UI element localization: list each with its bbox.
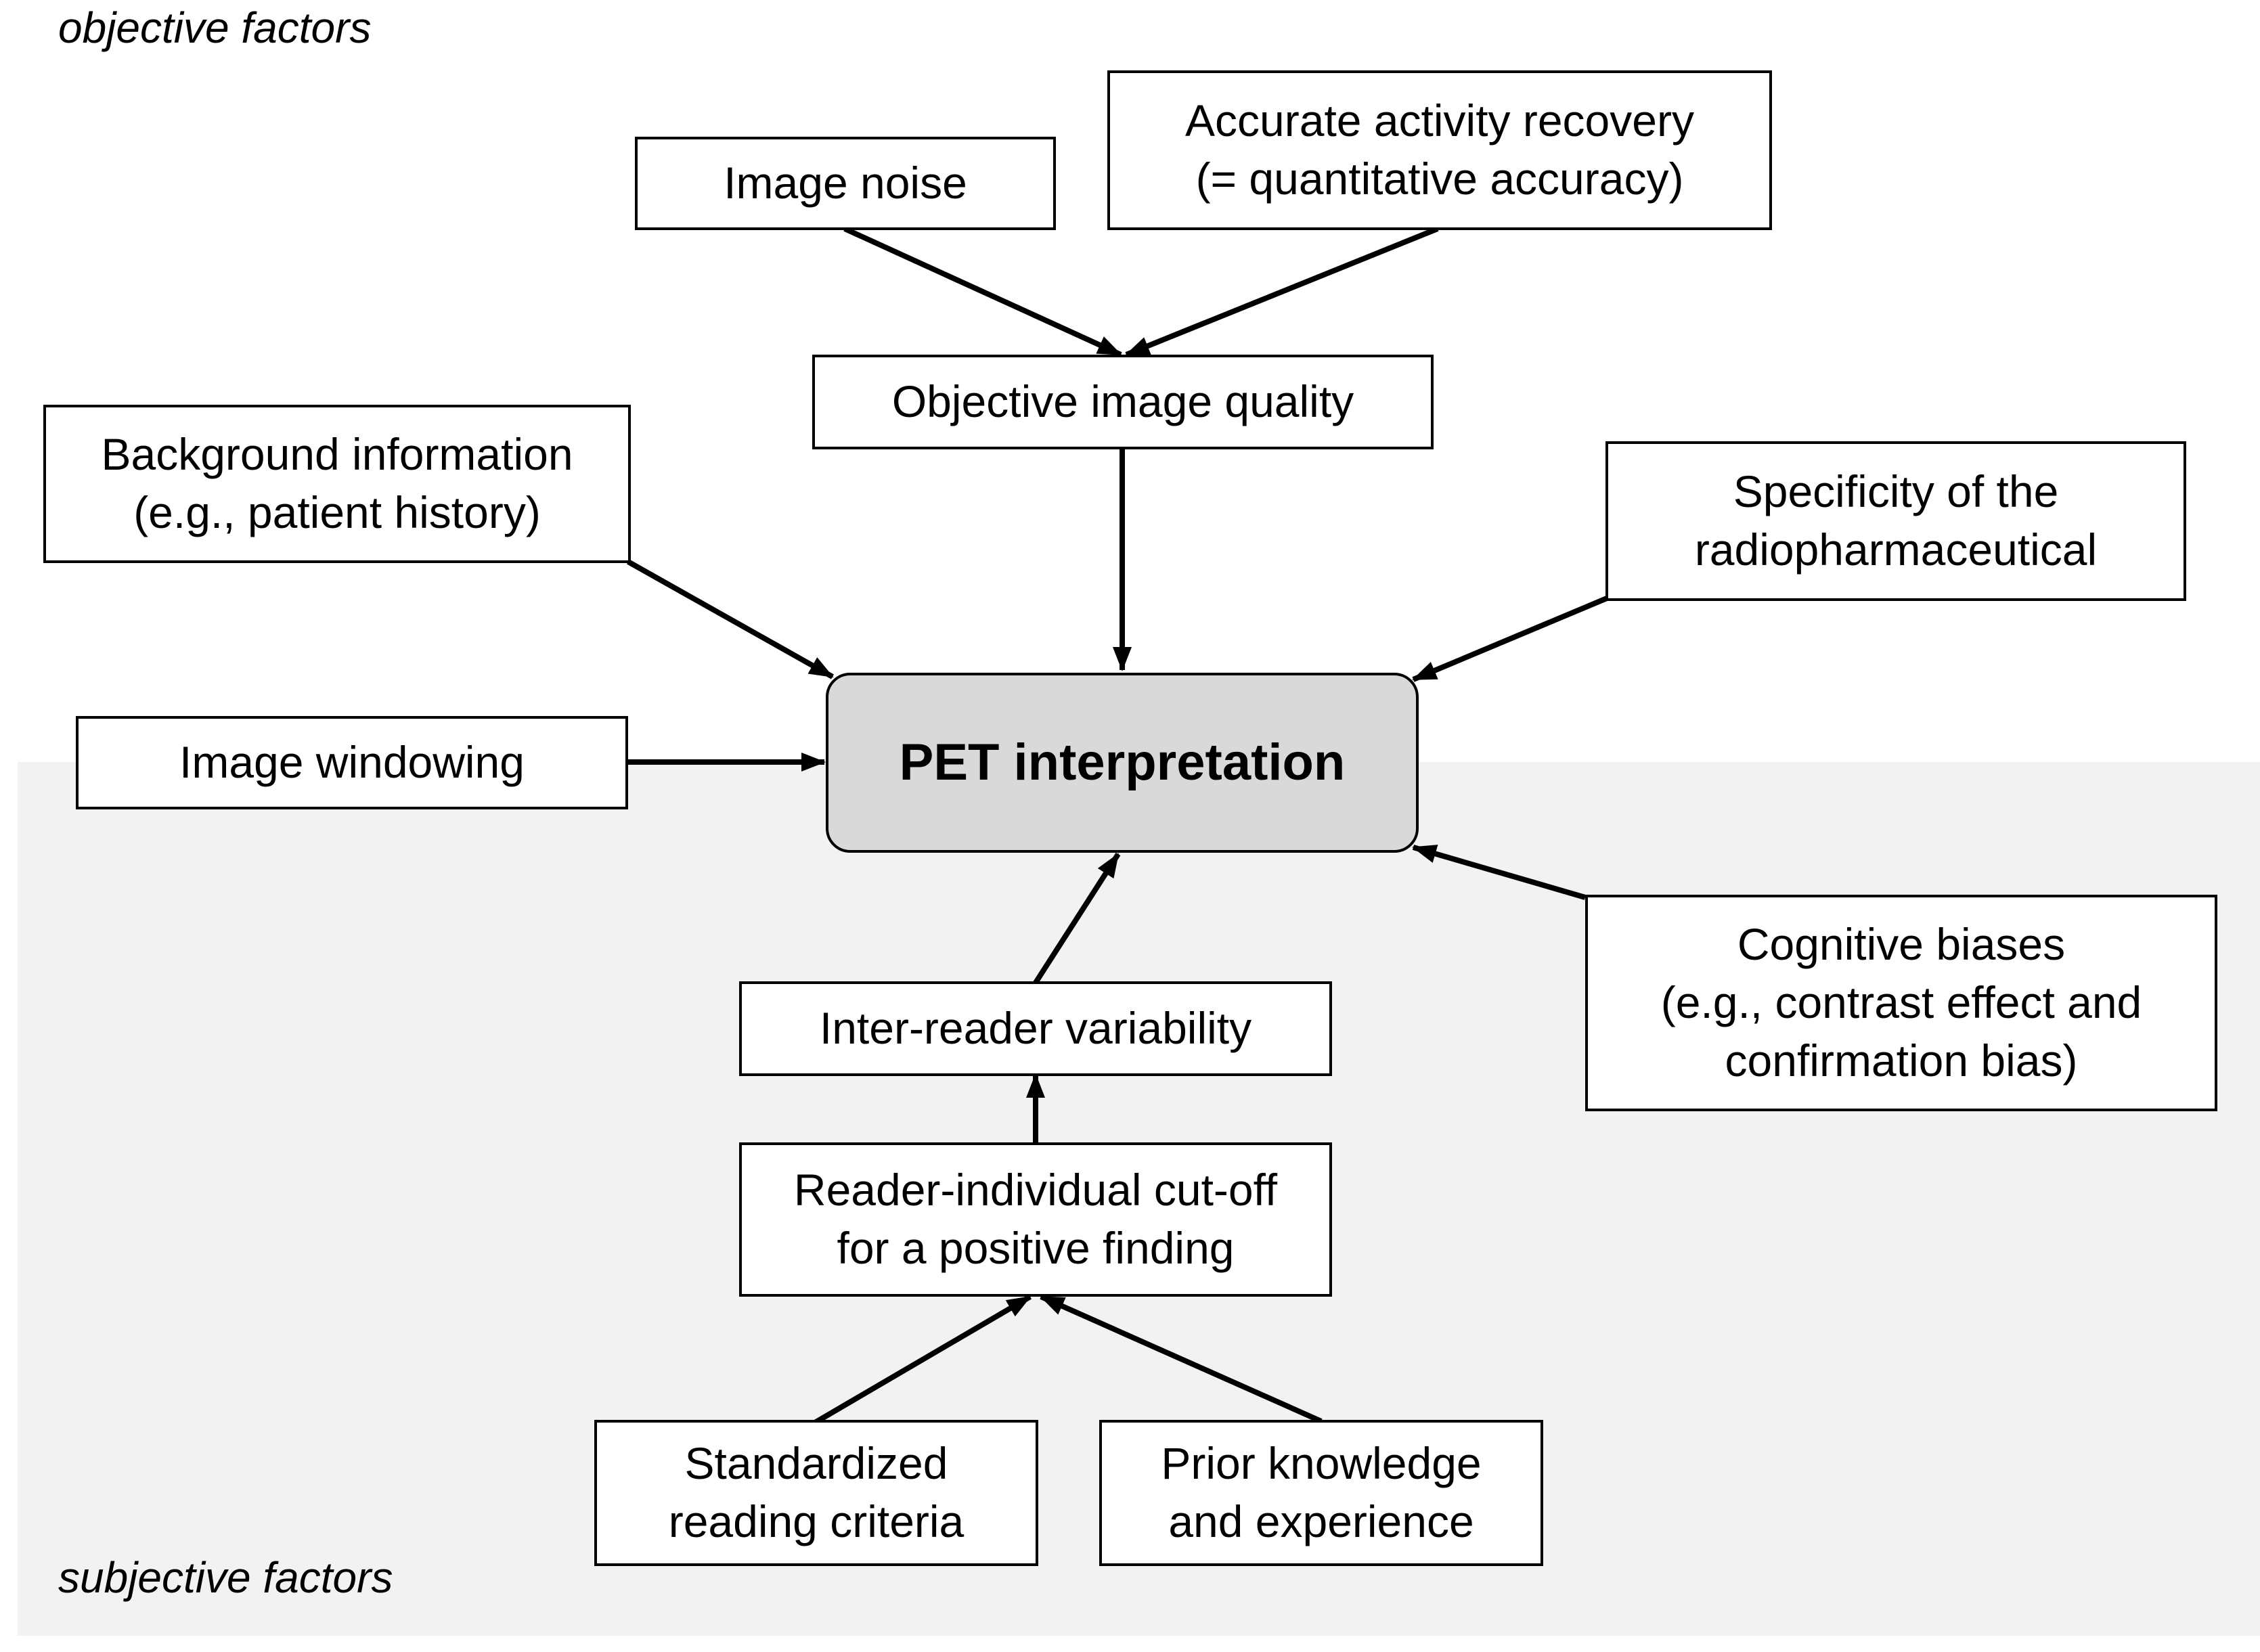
specificity-box: Specificity of the radiopharmaceutical (1605, 441, 2186, 601)
edge-background-to-pet (627, 559, 834, 679)
edge-interreader-to-pet (1033, 852, 1121, 985)
box-text-line: Reader-individual cut-off (793, 1165, 1278, 1215)
edge-criteria-to-cutoff (813, 1294, 1032, 1425)
inter-reader-variability-box: Inter-reader variability (739, 981, 1332, 1076)
box-text-line: radiopharmaceutical (1694, 524, 2098, 575)
box-text-line: (e.g., contrast effect and (1660, 977, 2142, 1028)
box-text-line: for a positive finding (837, 1223, 1235, 1273)
edge-knowledge-to-cutoff (1040, 1294, 1323, 1424)
box-text-line: Inter-reader variability (819, 1003, 1252, 1054)
box-text-line: Cognitive biases (1737, 919, 2066, 970)
box-text-line: PET interpretation (899, 733, 1346, 791)
edge-noise-to-quality (843, 226, 1122, 357)
box-text-line: Accurate activity recovery (1185, 95, 1694, 146)
box-text-line: Background information (101, 429, 573, 480)
cognitive-biases-box: Cognitive biases (e.g., contrast effect a… (1585, 895, 2217, 1111)
box-text-line: confirmation bias) (1725, 1035, 2078, 1086)
objective-factors-label: objective factors (58, 3, 372, 52)
box-text-line: reading criteria (668, 1496, 965, 1546)
prior-knowledge-box: Prior knowledge and experience (1099, 1420, 1543, 1566)
pet-interpretation-box: PET interpretation (826, 673, 1419, 853)
standardized-criteria-box: Standardized reading criteria (594, 1420, 1038, 1566)
subjective-factors-label: subjective factors (58, 1553, 393, 1602)
box-text-line: (= quantitative accuracy) (1195, 154, 1684, 204)
image-windowing-box: Image windowing (76, 716, 628, 809)
box-text-line: Image noise (724, 158, 967, 208)
box-text-line: Prior knowledge (1161, 1438, 1482, 1489)
box-text-line: Specificity of the (1733, 466, 2059, 517)
activity-recovery-box: Accurate activity recovery (= quantitativ… (1107, 70, 1772, 230)
objective-image-quality-box: Objective image quality (812, 355, 1434, 449)
box-text-line: Standardized (684, 1438, 948, 1489)
reader-cutoff-box: Reader-individual cut-off for a positive … (739, 1142, 1332, 1297)
box-text-line: and experience (1168, 1496, 1474, 1546)
box-text-line: (e.g., patient history) (133, 487, 541, 537)
image-noise-box: Image noise (635, 137, 1056, 230)
edge-biases-to-pet (1412, 845, 1587, 900)
edge-recovery-to-quality (1125, 226, 1439, 357)
background-information-box: Background information (e.g., patient his… (43, 405, 631, 563)
box-text-line: Image windowing (179, 737, 525, 788)
box-text-line: Objective image quality (891, 376, 1354, 427)
edge-specificity-to-pet (1412, 596, 1608, 682)
